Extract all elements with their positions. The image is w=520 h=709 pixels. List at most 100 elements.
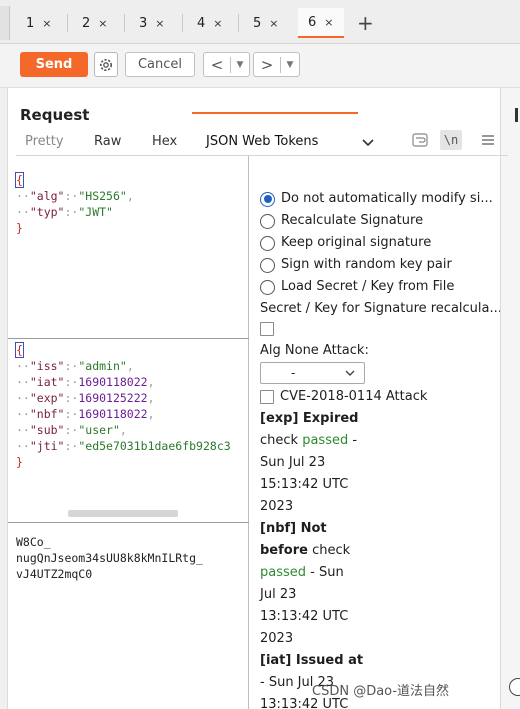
radio-icon[interactable] [260,191,275,207]
json-key: "iat" [29,375,65,389]
alg-none-label: Alg None Attack: [260,343,369,358]
send-button[interactable]: Send [20,52,88,77]
radio-icon[interactable] [260,279,275,295]
payload-line: ··"sub":·"user", [16,422,249,438]
signature-line: nugQnJseom34sUU8k8kMnILRtg_ [16,551,203,565]
jwt-header-editor[interactable]: { ··"alg":·"HS256",··"typ":·"JWT" } [8,156,249,339]
json-value: "ed5e7031b1dae6fb928c3 [78,439,231,453]
comma: , [147,391,155,405]
tab-1[interactable]: 1× [16,8,62,38]
json-key: "exp" [29,391,65,405]
wrap-lines-button[interactable] [410,130,430,150]
indent-dots: ·· [16,359,30,373]
radio-label: Load Secret / Key from File [281,279,455,294]
cve-checkbox[interactable] [260,390,274,404]
close-icon[interactable]: × [213,16,223,30]
request-subtabs: Pretty Raw Hex JSON Web Tokens \n [16,130,508,156]
hamburger-menu-icon [482,135,494,145]
tab-json-web-tokens[interactable]: JSON Web Tokens [206,134,319,149]
header-line: ··"typ":·"JWT" [16,204,249,220]
tab-6[interactable]: 6× [298,8,344,38]
tab-separator [238,14,239,32]
newline-icon: \n [443,133,459,147]
colon: :· [64,375,79,389]
indent-dots: ·· [16,407,30,421]
cve-attack-option[interactable]: CVE-2018-0114 Attack [260,386,500,408]
json-key: "typ" [29,205,65,219]
json-value: 1690118022 [78,375,148,389]
radio-icon[interactable] [260,213,275,229]
json-value: "JWT" [78,205,113,219]
close-icon[interactable]: × [155,16,165,30]
json-key: "sub" [29,423,65,437]
radio-icon[interactable] [260,235,275,251]
tab-label: 3 [139,15,148,31]
radio-label: Keep original signature [281,235,432,250]
request-toolbar: Send Cancel <▼ >▼ [0,44,520,88]
cve-label: CVE-2018-0114 Attack [280,389,428,404]
colon: :· [64,391,79,405]
cancel-button[interactable]: Cancel [125,52,195,77]
tab-pretty[interactable]: Pretty [25,134,64,149]
chevron-down-icon[interactable]: ▼ [286,59,294,70]
divider [230,56,231,73]
radio-no-modify[interactable]: Do not automatically modify si... [260,188,500,210]
tab-5[interactable]: 5× [243,8,289,38]
back-button[interactable]: <▼ [203,52,250,77]
radio-load-secret[interactable]: Load Secret / Key from File [260,276,500,298]
menu-button[interactable] [478,130,498,150]
radio-recalculate[interactable]: Recalculate Signature [260,210,500,232]
panel-title: Request [20,106,90,124]
jwt-payload-editor[interactable]: { ··"iss":·"admin",··"iat":·1690118022,·… [8,340,249,523]
tab-2[interactable]: 2× [72,8,118,38]
close-icon[interactable]: × [42,16,52,30]
forward-button[interactable]: >▼ [253,52,300,77]
radio-icon[interactable] [260,257,275,273]
secret-checkbox[interactable] [260,322,274,336]
payload-line: ··"jti":·"ed5e7031b1dae6fb928c3 [16,438,249,454]
close-icon[interactable]: × [269,16,279,30]
newline-toggle-button[interactable]: \n [440,130,462,150]
tab-hex[interactable]: Hex [152,134,178,149]
settings-button[interactable] [94,52,118,77]
jwt-options-column: Do not automatically modify si... Recalc… [250,156,500,709]
tab-raw[interactable]: Raw [94,134,122,149]
alg-none-select[interactable]: - [260,362,365,384]
json-value: "user" [78,423,120,437]
nbf-check-status: passed - Sun [260,565,344,580]
close-brace: } [16,221,23,235]
colon: :· [64,205,79,219]
help-icon[interactable] [509,678,520,696]
panel-marker [515,108,518,122]
indent-dots: ·· [16,423,30,437]
colon: :· [64,423,79,437]
chevron-down-icon[interactable]: ▼ [236,59,244,70]
close-icon[interactable]: × [98,16,108,30]
tab-label: 2 [82,15,91,31]
radio-label: Recalculate Signature [281,213,424,228]
radio-random-key[interactable]: Sign with random key pair [260,254,500,276]
chevron-down-icon[interactable] [361,136,375,150]
radio-keep-original[interactable]: Keep original signature [260,232,500,254]
horizontal-scrollbar[interactable] [68,510,178,517]
comma: , [126,189,134,203]
exp-check-status: check passed - [260,433,358,448]
colon: :· [64,359,79,373]
tab-label: 5 [253,15,262,31]
payload-line: ··"iss":·"admin", [16,358,249,374]
new-tab-button[interactable]: + [357,11,374,35]
close-icon[interactable]: × [324,15,334,29]
tab-3[interactable]: 3× [129,8,175,38]
nbf-check-title-cont: before check [260,543,351,558]
json-value: "admin" [78,359,127,373]
tab-4[interactable]: 4× [187,8,233,38]
indent-dots: ·· [16,189,30,203]
header-line: ··"alg":·"HS256", [16,188,249,204]
secret-label: Secret / Key for Signature recalcula... [260,301,500,316]
comma: , [126,359,134,373]
jwt-signature-editor[interactable]: W8Co_ nugQnJseom34sUU8k8kMnILRtg_ vJ4UTZ… [8,524,249,709]
indent-dots: ·· [16,375,30,389]
comma: , [119,423,127,437]
iat-time: 13:13:42 UTC [260,697,349,709]
colon: :· [64,189,79,203]
